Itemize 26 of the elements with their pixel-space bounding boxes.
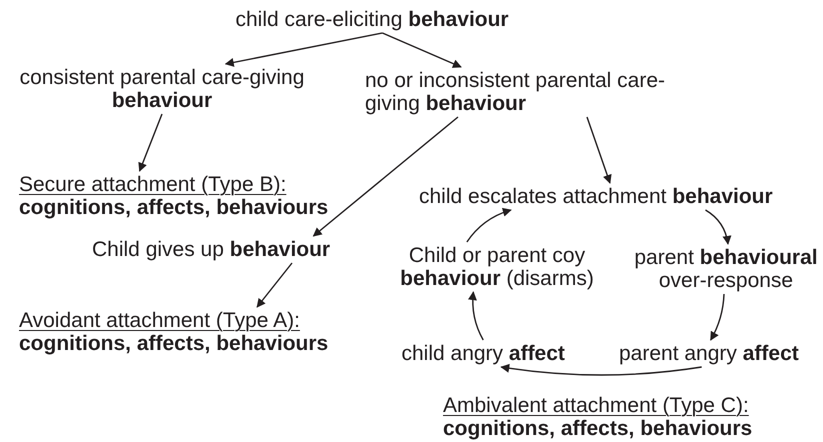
arrow (382, 32, 462, 68)
attachment-type-heading: Ambivalent attachment (Type C): (443, 394, 750, 417)
node-text: child care-eliciting behaviour (236, 8, 509, 31)
arrow (500, 364, 702, 376)
attachment-components-text: cognitions, affects, behaviours (19, 196, 328, 219)
arrow (466, 208, 512, 242)
node-text: no or inconsistent parental care-giving behaviour (365, 69, 665, 115)
node-text: child angry affect (402, 342, 565, 365)
arrow (586, 116, 612, 184)
arrow (224, 32, 383, 67)
arrow (138, 114, 163, 172)
attachment-type-heading: Avoidant attachment (Type A): (19, 309, 301, 332)
arrow (312, 116, 458, 237)
node-text: Child or parent coy behaviour (disarms) (399, 244, 595, 290)
node-text: consistent parental care-giving behaviour (18, 66, 306, 112)
node-text: Child gives up behaviour (92, 238, 330, 261)
node-text: child escalates attachment behaviour (419, 185, 773, 208)
attachment-components-text: cognitions, affects, behaviours (19, 332, 328, 355)
arrow (256, 262, 293, 308)
arrow (710, 294, 725, 341)
node-text: parent angry affect (619, 342, 799, 365)
attachment-components-text: cognitions, affects, behaviours (443, 417, 752, 440)
node-text: parent behavioural over-response (633, 246, 819, 292)
arrow (468, 291, 484, 340)
arrow (705, 209, 732, 245)
attachment-type-heading: Secure attachment (Type B): (19, 173, 288, 196)
